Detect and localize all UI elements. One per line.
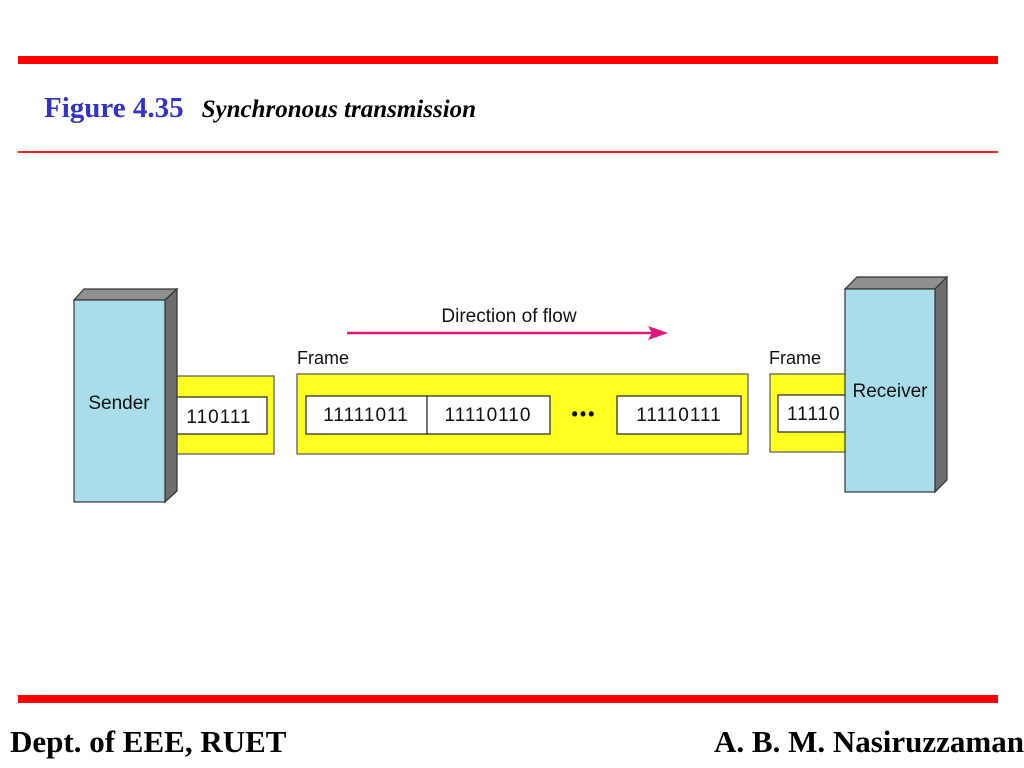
figure-number: Figure 4.35 [44,92,184,124]
bottom-red-rule [18,695,998,703]
receiver-label: Receiver [853,381,929,402]
frame-ellipsis: ••• [572,404,597,424]
frame-byte-3: 11110111 [636,405,721,426]
sender-label: Sender [88,393,150,414]
receiver-device-front [844,288,936,493]
receiver-device: Receiver [843,275,949,494]
frame-byte-box-3 [616,395,742,435]
frame-label-right: Frame [769,348,821,368]
footer-department: Dept. of EEE, RUET [10,724,287,759]
sender-frame-bits: 110111 [186,407,251,428]
frame-byte-box-1 [305,395,428,435]
sender-device-front [73,299,166,503]
frame-byte-2: 11110110 [445,405,532,426]
receiver-device-top [843,276,949,290]
sender-device: Sender [72,287,179,504]
sender-device-top [72,288,179,301]
frame-byte-box-2 [426,395,551,435]
frame-label-middle: Frame [297,348,349,368]
middle-frame: 11111011 11110110 ••• 11110111 [296,373,749,455]
sender-device-side [164,287,178,504]
footer-author: A. B. M. Nasiruzzaman [714,724,1024,759]
title-underline-rule [18,151,998,153]
figure-title: Figure 4.35 Synchronous transmission [44,92,476,125]
direction-of-flow: Direction of flow [347,306,668,340]
frame-byte-1: 11111011 [323,405,408,426]
sender-frame-byte-box [171,396,268,435]
sender-frame: 110111 [159,375,275,455]
receiver-device-side [934,275,948,494]
direction-arrow-head [648,326,668,340]
direction-label: Direction of flow [441,306,576,327]
figure-caption: Synchronous transmission [201,96,477,123]
receiver-frame-bits: 11110 [787,404,841,425]
top-red-rule [18,56,998,64]
